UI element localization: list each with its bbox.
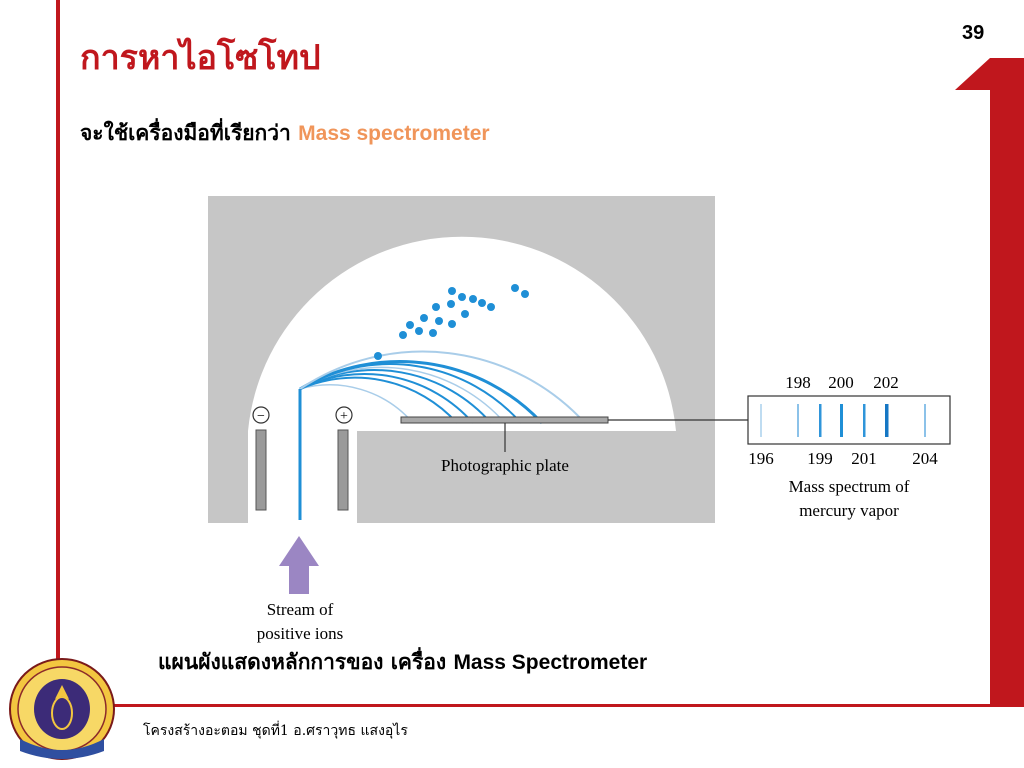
ion-dot: [406, 321, 414, 329]
spectrum-label-bottom: 196: [748, 449, 774, 468]
ion-dot: [461, 310, 469, 318]
ion-dot: [432, 303, 440, 311]
ion-dot: [447, 300, 455, 308]
spectrum-label-top: 200: [828, 373, 854, 392]
ion-path: [299, 350, 586, 424]
stream-label-line2: positive ions: [257, 624, 343, 643]
right-frame-bar: [955, 58, 1024, 707]
subtitle-accent: Mass spectrometer: [298, 122, 490, 145]
ion-dot: [458, 293, 466, 301]
caption-latin: Mass Spectrometer: [453, 651, 648, 674]
ion-dot: [399, 331, 407, 339]
logo-emblem: [34, 679, 90, 739]
spectrum-lines: [760, 404, 926, 437]
spectrum-line-201: [863, 404, 866, 437]
ion-path: [299, 384, 414, 520]
minus-sign-icon: [252, 406, 270, 424]
spectrum-line-198: [797, 404, 799, 437]
ion-dot: [429, 329, 437, 337]
ion-path: [299, 372, 474, 424]
spectrum-line-196: [760, 404, 762, 437]
spectrum-label-bottom: 199: [807, 449, 833, 468]
spectrum-line-200: [840, 404, 843, 437]
spectrum-line-199: [819, 404, 822, 437]
spectrum-title-line2: mercury vapor: [799, 501, 899, 520]
subtitle-text: จะใช้เครื่องมือที่เรียกว่า: [80, 121, 291, 145]
logo-crown-icon: [55, 685, 69, 699]
footer-text: โครงสร้างอะตอม ชุดที่1 อ.ศราวุทธ แสงอุไร: [143, 723, 408, 739]
positive-plate: [337, 429, 349, 511]
spectrum-line-204: [924, 404, 926, 437]
ion-paths: [298, 350, 586, 520]
plate-label: Photographic plate: [441, 456, 569, 475]
diagram-caption: แผนผังแสดงหลักการของ เครื่อง Mass Spectr…: [158, 646, 647, 679]
ion-dot: [511, 284, 519, 292]
ion-dot: [521, 290, 529, 298]
ion-path: [299, 359, 544, 425]
ion-dots: [374, 284, 529, 360]
ion-dot: [448, 287, 456, 295]
spectrum-top-labels: 198 200 202: [785, 373, 899, 392]
spectrum-title-line1: Mass spectrum of: [789, 477, 910, 496]
plus-sign-icon: [335, 406, 353, 424]
university-logo: [9, 658, 115, 760]
ion-dot: [469, 295, 477, 303]
spectrum-label-top: 202: [873, 373, 899, 392]
caption-text: แผนผังแสดงหลักการของ เครื่อง: [158, 650, 447, 674]
plus-symbol: +: [340, 409, 348, 424]
photographic-plate: [400, 416, 609, 424]
slide-title: การหาไอโซโทป: [80, 38, 321, 78]
mass-spectrum-box: [747, 395, 951, 445]
ion-dot: [478, 299, 486, 307]
ion-dot: [415, 327, 423, 335]
logo-insignia-icon: [51, 696, 73, 730]
ion-dot: [420, 314, 428, 322]
ion-dot: [448, 320, 456, 328]
spectrum-label-top: 198: [785, 373, 811, 392]
stream-arrow-icon: [279, 536, 319, 594]
page-number: 39: [962, 22, 985, 44]
stream-label-line1: Stream of: [267, 600, 334, 619]
ion-path: [299, 376, 458, 424]
spectrum-line-202: [885, 404, 889, 437]
bottom-frame-line: [112, 704, 1024, 707]
chamber-housing: [208, 196, 715, 523]
spectrum-label-bottom: 204: [912, 449, 938, 468]
subtitle: จะใช้เครื่องมือที่เรียกว่า Mass spectrom…: [80, 117, 490, 150]
ion-dot: [487, 303, 495, 311]
logo-ribbon-icon: [20, 739, 104, 759]
minus-symbol: −: [257, 409, 265, 424]
spectrum-label-bottom: 201: [851, 449, 877, 468]
ion-dot: [374, 352, 382, 360]
ion-dot: [435, 317, 443, 325]
spectrum-bottom-labels: 196 199 201 204: [748, 449, 938, 468]
left-frame-line: [56, 0, 60, 690]
negative-plate: [255, 429, 267, 511]
